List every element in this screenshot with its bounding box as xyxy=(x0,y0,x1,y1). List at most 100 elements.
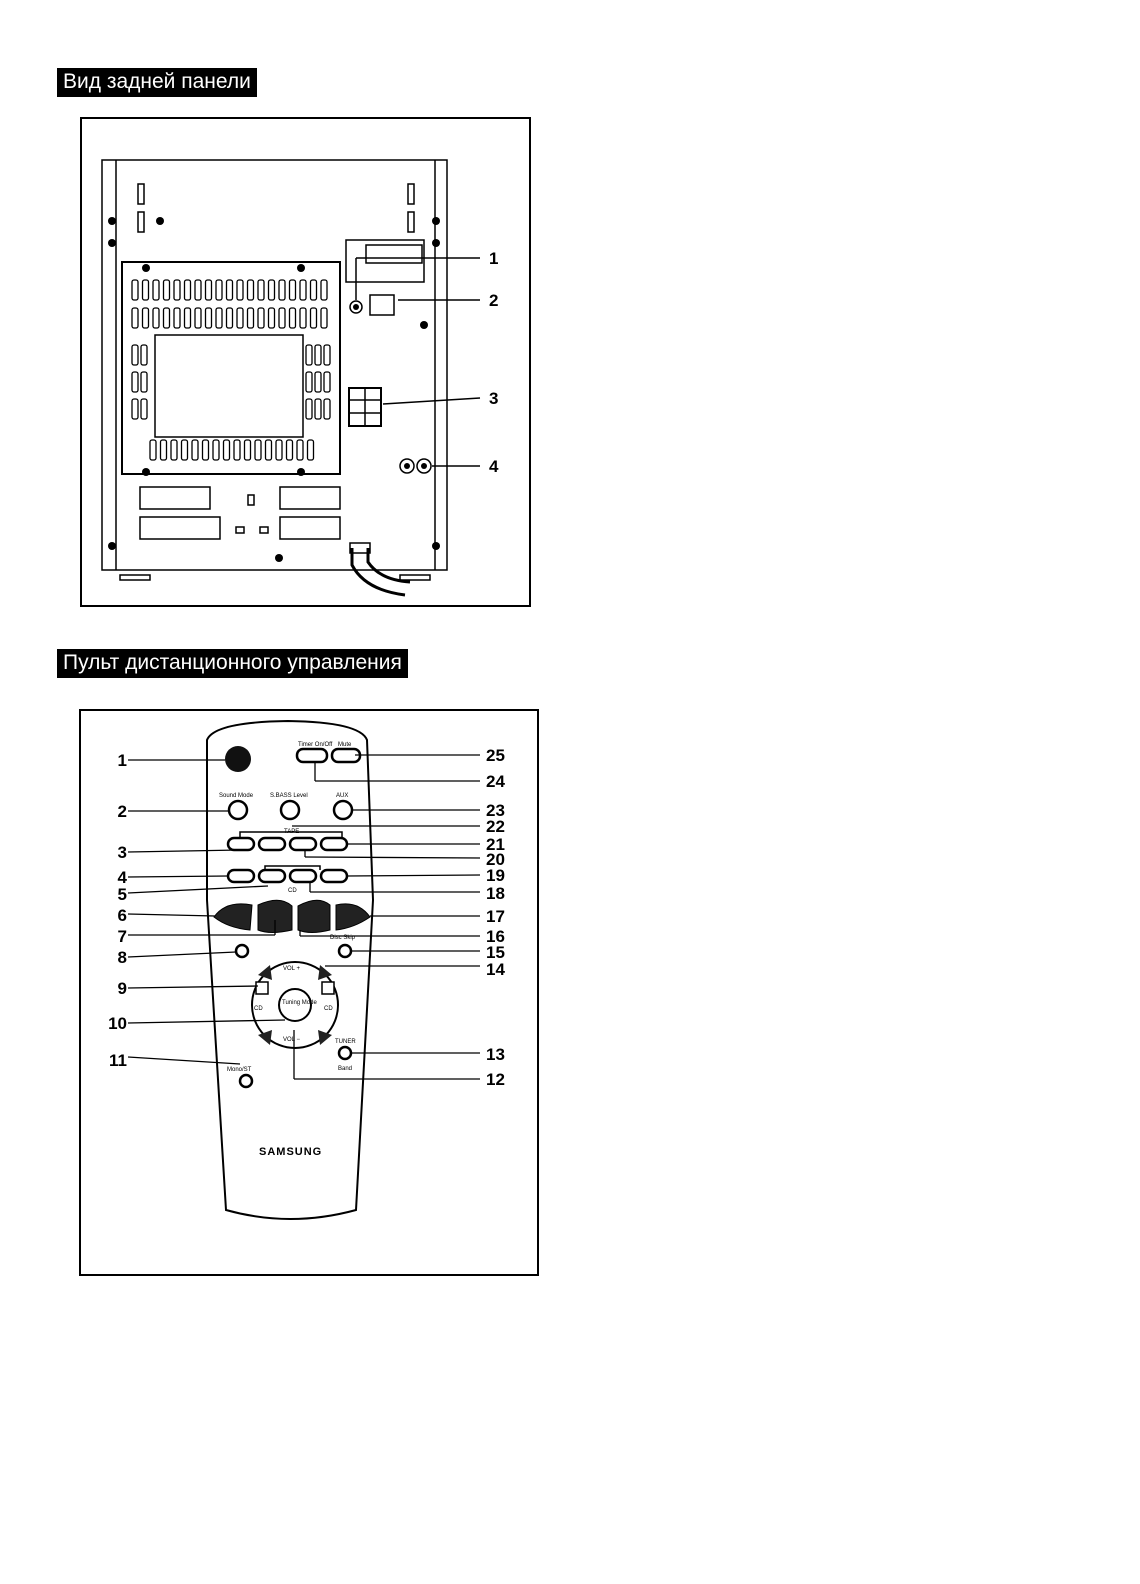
aux-jack-left xyxy=(399,458,415,474)
remote-callout-4: 4 xyxy=(118,868,128,887)
tape-label: TAPE xyxy=(284,829,299,835)
vent-slot xyxy=(243,439,252,461)
vent-slot xyxy=(204,279,213,301)
remote-callout-11: 11 xyxy=(109,1051,127,1070)
vent-slot xyxy=(215,279,223,301)
remote-callout-5: 5 xyxy=(118,885,127,904)
vent-slot xyxy=(314,344,322,366)
vent-slot xyxy=(131,398,139,420)
vent-slot xyxy=(309,307,318,329)
vent-slot xyxy=(267,307,276,329)
vent-slot xyxy=(141,307,150,329)
vent-slot xyxy=(180,439,189,461)
vent-slot xyxy=(288,279,297,301)
timer-button xyxy=(295,747,329,764)
vent-slot xyxy=(236,307,244,329)
vent-slot xyxy=(162,307,171,329)
remote-callout-16: 16 xyxy=(486,927,505,946)
vent-slot xyxy=(320,279,328,301)
cd-group-label: CD xyxy=(288,888,297,894)
remote-callout-12: 12 xyxy=(486,1070,505,1089)
vent-slot xyxy=(254,439,262,461)
vent-slot xyxy=(246,307,255,329)
fm-antenna-jack xyxy=(349,300,363,314)
aux-jack-right xyxy=(416,458,432,474)
timer-label: Timer On/Off xyxy=(298,742,333,748)
tuning-mode-label: Tuning Mode xyxy=(282,1000,317,1006)
vent-slot xyxy=(131,279,139,301)
vent-slot xyxy=(149,439,157,461)
vent-slot xyxy=(275,439,283,461)
mute-label: Mute xyxy=(338,742,352,748)
rear-callout-4: 4 xyxy=(489,457,499,476)
remote-callout-23: 23 xyxy=(486,801,505,820)
vent-slot xyxy=(173,307,181,329)
vent-slot xyxy=(183,279,192,301)
rear-panel-heading: Вид задней панели xyxy=(57,68,257,97)
remote-callout-17: 17 xyxy=(486,907,505,926)
vent-slot xyxy=(201,439,210,461)
am-antenna-terminal xyxy=(369,294,395,316)
remote-callout-6: 6 xyxy=(118,906,127,925)
vent-slot xyxy=(236,279,244,301)
vent-slot xyxy=(306,439,315,461)
vent-slot xyxy=(204,307,213,329)
mono-st-button xyxy=(238,1073,254,1089)
vent-slot xyxy=(131,307,139,329)
remote-callout-9: 9 xyxy=(118,979,127,998)
remote-callout-19: 19 xyxy=(486,866,505,885)
vent-slot xyxy=(225,307,234,329)
vent-slot xyxy=(170,439,178,461)
remote-callout-8: 8 xyxy=(118,948,127,967)
vent-slot xyxy=(278,279,286,301)
vent-slot xyxy=(159,439,168,461)
vent-slot xyxy=(152,307,160,329)
band-label: Band xyxy=(338,1066,352,1072)
sound-mode-button xyxy=(227,799,249,821)
aux-label: AUX xyxy=(336,793,348,799)
vent-slot xyxy=(299,307,307,329)
remote-callout-18: 18 xyxy=(486,884,505,903)
vent-slot xyxy=(288,307,297,329)
remote-callout-3: 3 xyxy=(118,843,127,862)
vent-slot xyxy=(162,279,171,301)
sbass-button xyxy=(279,799,301,821)
vent-slot xyxy=(257,279,265,301)
sbass-label: S.BASS Level xyxy=(270,793,308,799)
remote-callout-10: 10 xyxy=(108,1014,127,1033)
vent-slot xyxy=(225,279,234,301)
heatsink-window xyxy=(154,334,304,438)
power-button[interactable] xyxy=(225,746,251,772)
remote-callout-2: 2 xyxy=(118,802,127,821)
tuning-mode-button xyxy=(278,988,312,1022)
remote-callout-15: 15 xyxy=(486,943,505,962)
vent-slot xyxy=(309,279,318,301)
disc-skip-button xyxy=(337,943,353,959)
vent-slot xyxy=(285,439,294,461)
tuner-label: TUNER xyxy=(335,1039,356,1045)
vent-slot xyxy=(320,307,328,329)
vent-slot xyxy=(194,307,202,329)
vent-slot xyxy=(323,344,331,366)
vent-slot xyxy=(233,439,241,461)
remote-callout-20: 20 xyxy=(486,850,505,869)
vent-slot xyxy=(314,371,322,393)
vent-slot xyxy=(305,371,313,393)
vent-slot xyxy=(191,439,199,461)
cd-skip-forward-label: CD xyxy=(324,1006,333,1012)
vent-slot xyxy=(131,371,139,393)
cd-skip-back-label: CD xyxy=(254,1006,263,1012)
rear-callout-2: 2 xyxy=(489,291,498,310)
remote-callout-1: 1 xyxy=(118,751,127,770)
vent-slot xyxy=(296,439,304,461)
remote-callout-13: 13 xyxy=(486,1045,505,1064)
disc-skip-label: Disc Skip xyxy=(330,935,356,941)
vent-slot xyxy=(222,439,231,461)
rear-callout-1: 1 xyxy=(489,249,498,268)
remote-callout-21: 21 xyxy=(486,835,505,854)
remote-callout-14: 14 xyxy=(486,960,505,979)
vent-slot xyxy=(140,398,148,420)
vent-slot xyxy=(305,398,313,420)
brand-logo: SAMSUNG xyxy=(259,1146,322,1158)
